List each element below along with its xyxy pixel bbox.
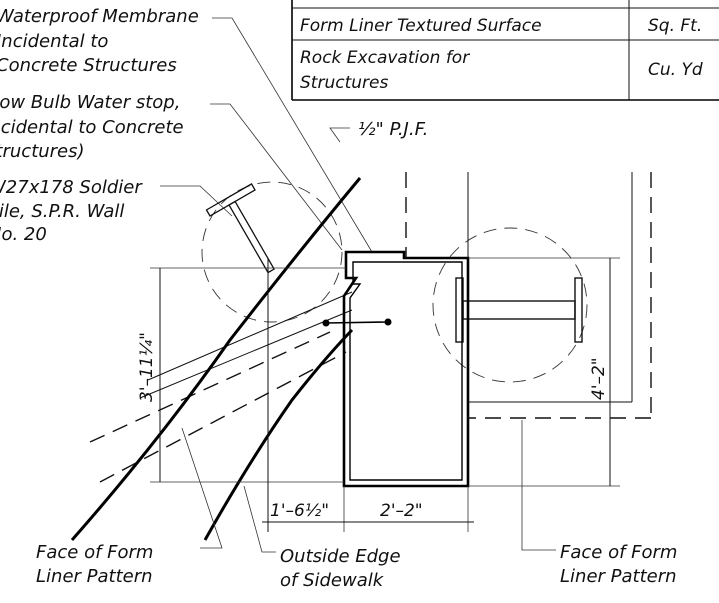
callout-waterstop: Flow Bulb Water stop, Incidental to Conc…: [0, 92, 343, 251]
right-soldier-pile: [432, 227, 588, 383]
wall-section: [322, 250, 470, 488]
table-row-2-item-line1: Rock Excavation for: [300, 48, 470, 68]
rock-lines: [89, 291, 353, 483]
svg-text:Structures): Structures): [0, 141, 85, 162]
svg-text:Liner Pattern: Liner Pattern: [560, 566, 677, 587]
dimension-left-height: 3'–11¼": [137, 267, 346, 483]
svg-text:W27x178 Soldier: W27x178 Soldier: [0, 177, 143, 198]
svg-text:Incidental to: Incidental to: [0, 31, 108, 52]
svg-text:3'–11¼": 3'–11¼": [137, 332, 157, 402]
dimension-right-height: 4'–2": [468, 257, 620, 487]
svg-text:½" P.J.F.: ½" P.J.F.: [358, 119, 428, 140]
svg-text:Concrete Structures: Concrete Structures: [0, 55, 177, 76]
svg-text:Pile, S.P.R. Wall: Pile, S.P.R. Wall: [0, 201, 124, 222]
wall-lines: [405, 172, 652, 419]
svg-text:4'–2": 4'–2": [589, 357, 609, 400]
callout-pjf: ½" P.J.F.: [329, 119, 428, 143]
label-face-of-form-left: Face of Form Liner Pattern: [36, 427, 223, 587]
table-row-1-item: Form Liner Textured Surface: [300, 16, 542, 36]
label-outside-edge: Outside Edge of Sidewalk: [243, 485, 401, 591]
svg-text:2'–2": 2'–2": [380, 501, 423, 521]
callout-membrane: Waterproof Membrane Incidental to Concre…: [0, 6, 373, 253]
callout-soldier-pile: W27x178 Soldier Pile, S.P.R. Wall No. 20: [0, 177, 233, 245]
table-row-1-unit: Sq. Ft.: [648, 16, 702, 36]
curves: [70, 177, 362, 541]
svg-text:Liner Pattern: Liner Pattern: [36, 566, 153, 587]
svg-text:Waterproof Membrane: Waterproof Membrane: [0, 6, 199, 27]
svg-text:Face of Form: Face of Form: [560, 542, 677, 563]
quantities-table: Form Liner Textured Surface Sq. Ft. Rock…: [291, 0, 719, 101]
label-face-of-form-right: Face of Form Liner Pattern: [521, 420, 677, 587]
dimension-bottom: 1'–6½" 2'–2": [262, 258, 474, 532]
table-row-2-unit: Cu. Yd: [648, 60, 703, 80]
svg-text:No. 20: No. 20: [0, 224, 47, 245]
svg-text:Face of Form: Face of Form: [36, 542, 153, 563]
svg-text:1'–6½": 1'–6½": [270, 501, 329, 521]
svg-text:Incidental to Concrete: Incidental to Concrete: [0, 117, 184, 138]
svg-text:Flow Bulb Water stop,: Flow Bulb Water stop,: [0, 92, 180, 113]
left-soldier-pile: [201, 181, 343, 323]
table-row-2-item-line2: Structures: [300, 73, 388, 93]
svg-text:Outside Edge: Outside Edge: [280, 546, 401, 567]
svg-text:of Sidewalk: of Sidewalk: [280, 570, 385, 591]
